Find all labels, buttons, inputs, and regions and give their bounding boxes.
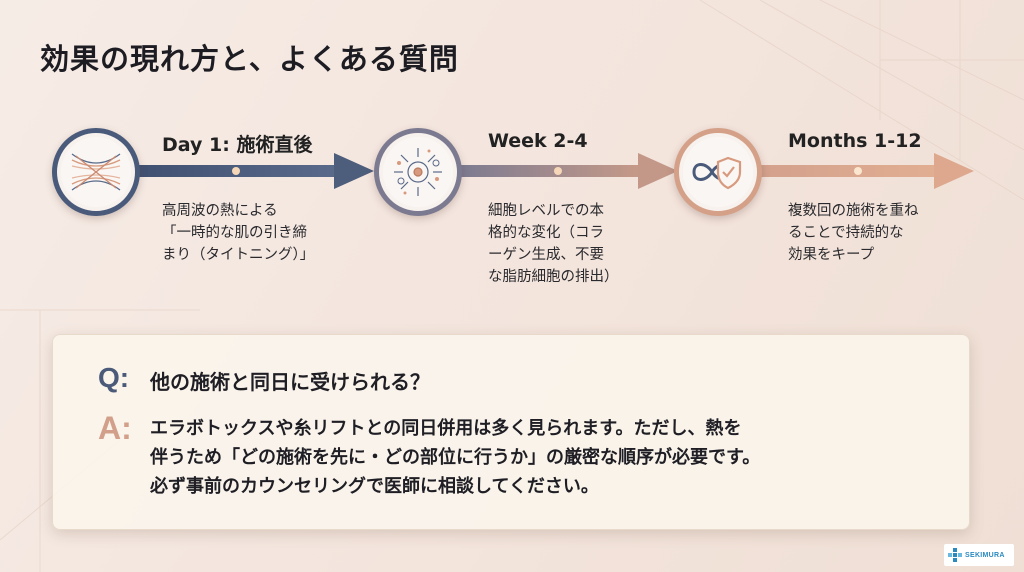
page-title: 効果の現れ方と、よくある質問 [40,42,459,76]
tightening-lines-icon [71,153,121,191]
logo-text: SEKIMURA [965,551,1005,559]
step-3-badge [674,128,762,216]
infinity-shield-icon [692,156,742,190]
step-1-badge [52,128,140,216]
step-2-badge [374,128,462,216]
timeline-arrow-1 [128,153,374,189]
question-mark-label: Q: [98,362,130,393]
timeline-arrow-3 [752,153,974,189]
step-3-title: Months 1-12 [788,130,922,152]
answer-mark-label: A: [98,410,132,446]
step-2-title: Week 2-4 [488,130,588,152]
question-text: 他の施術と同日に受けられる？ [150,370,430,394]
step-2-description: 細胞レベルでの本 格的な変化（コラ ーゲン生成、不要 な脂肪細胞の排出） [488,203,619,285]
step-1-description: 高周波の熱による 「一時的な肌の引き締 まり（タイトニング）」 [162,203,315,263]
step-1-title: Day 1: 施術直後 [162,134,313,156]
step-3-description: 複数回の施術を重ね ることで持続的な 効果をキープ [788,203,919,263]
logo-mark-icon [948,548,962,562]
brand-logo: SEKIMURA [944,544,1014,566]
timeline-arrow-2 [454,153,678,189]
answer-text: エラボトックスや糸リフトとの同日併用は多く見られます。ただし、熱を 伴うため「ど… [150,418,761,497]
cell-icon [394,148,442,196]
faq-card: Q: 他の施術と同日に受けられる？ A: エラボトックスや糸リフトとの同日併用は… [52,334,970,530]
